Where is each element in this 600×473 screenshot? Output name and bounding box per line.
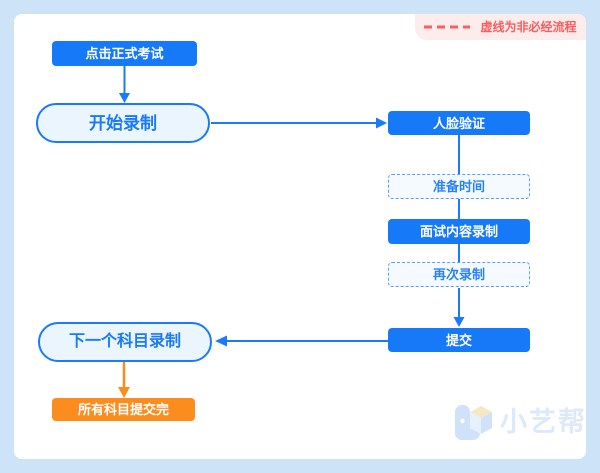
brand-name: 小艺帮 — [500, 406, 587, 437]
node-prep-time: 准备时间 — [388, 174, 530, 199]
node-interview-record: 面试内容录制 — [388, 219, 530, 244]
node-start-exam-button: 点击正式考试 — [52, 41, 197, 66]
legend-label: 虚线为非必经流程 — [480, 20, 577, 34]
node-all-subjects-submitted: 所有科目提交完 — [52, 398, 195, 421]
brand-watermark: 小艺帮 — [453, 400, 587, 444]
dashed-line-sample-icon — [424, 25, 471, 29]
node-start-record: 开始录制 — [36, 103, 210, 143]
node-re-record: 再次录制 — [388, 262, 530, 287]
xiaoyibang-logo-icon — [455, 405, 492, 440]
legend-optional-steps: 虚线为非必经流程 — [415, 14, 586, 40]
node-next-subject-record: 下一个科目录制 — [38, 322, 212, 362]
node-submit: 提交 — [388, 328, 530, 352]
node-face-verify: 人脸验证 — [388, 111, 530, 135]
